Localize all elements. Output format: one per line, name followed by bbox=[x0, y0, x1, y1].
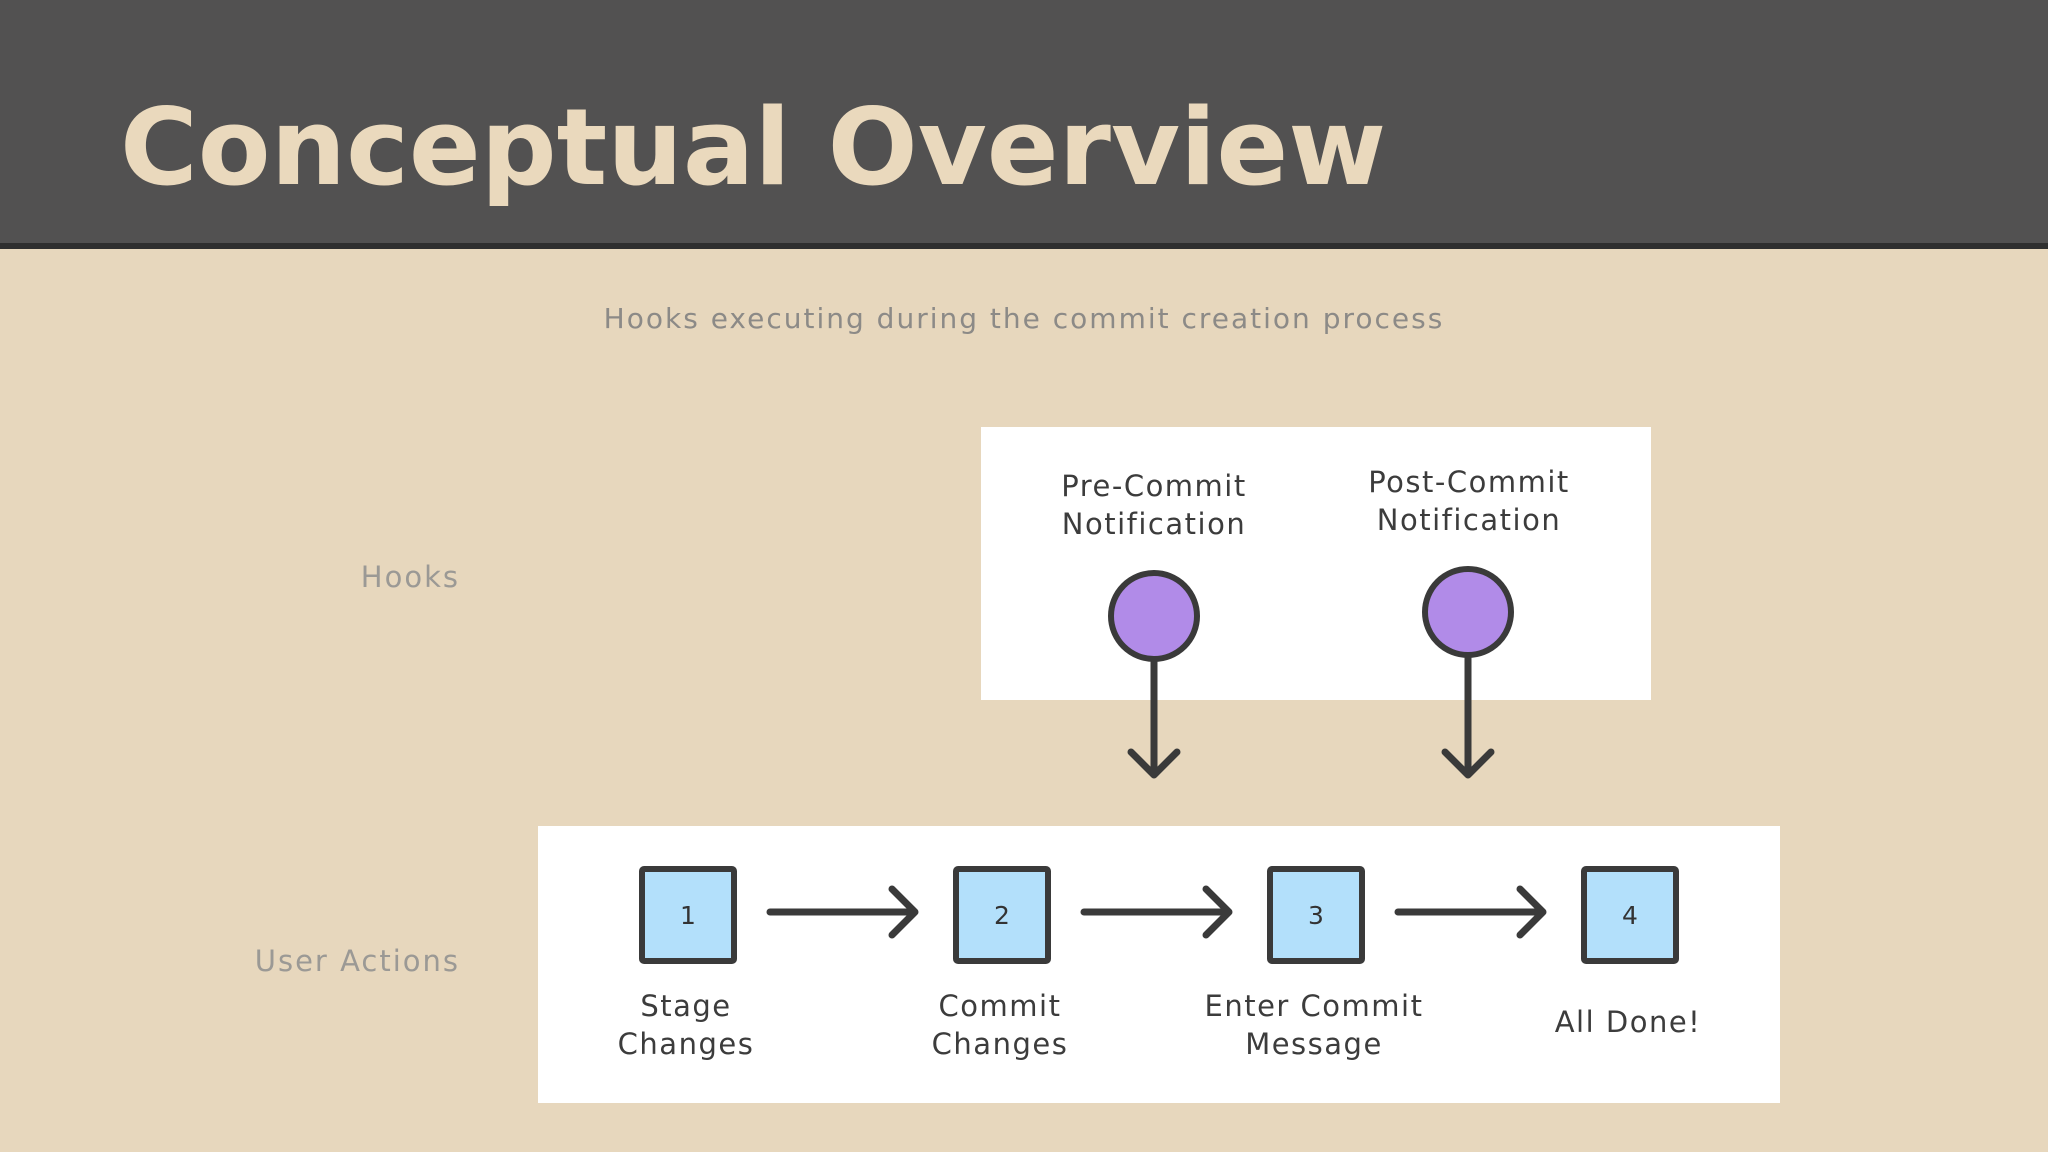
step-4-box: 4 bbox=[1581, 866, 1679, 964]
step-4-label: All Done! bbox=[1554, 1005, 1702, 1039]
step-1-label: Stage Changes bbox=[617, 989, 755, 1061]
hook-label-pre-commit: Pre-Commit Notification bbox=[1061, 469, 1247, 541]
diagram-caption: Hooks executing during the commit creati… bbox=[603, 302, 1445, 335]
step-2-box: 2 bbox=[953, 866, 1051, 964]
arrow-1-to-2-head bbox=[888, 885, 919, 939]
pre-commit-hook-circle bbox=[1108, 570, 1200, 662]
step-1-box: 1 bbox=[639, 866, 737, 964]
row-label-hooks: Hooks bbox=[360, 560, 460, 594]
post-commit-hook-circle bbox=[1422, 566, 1514, 658]
hook-label-post-commit: Post-Commit Notification bbox=[1368, 465, 1570, 537]
user-actions-panel bbox=[538, 826, 1780, 1103]
row-label-user-actions: User Actions bbox=[254, 944, 460, 978]
post-commit-arrowhead bbox=[1441, 748, 1495, 779]
arrow-3-to-4-head bbox=[1516, 885, 1547, 939]
step-3-label: Enter Commit Message bbox=[1204, 989, 1424, 1061]
step-2-label: Commit Changes bbox=[931, 989, 1069, 1061]
step-3-box: 3 bbox=[1267, 866, 1365, 964]
slide-title: Conceptual Overview bbox=[120, 86, 1387, 209]
slide-header: Conceptual Overview bbox=[0, 0, 2048, 249]
arrow-2-to-3-head bbox=[1202, 885, 1233, 939]
hooks-panel bbox=[981, 427, 1651, 700]
pre-commit-arrowhead bbox=[1127, 748, 1181, 779]
